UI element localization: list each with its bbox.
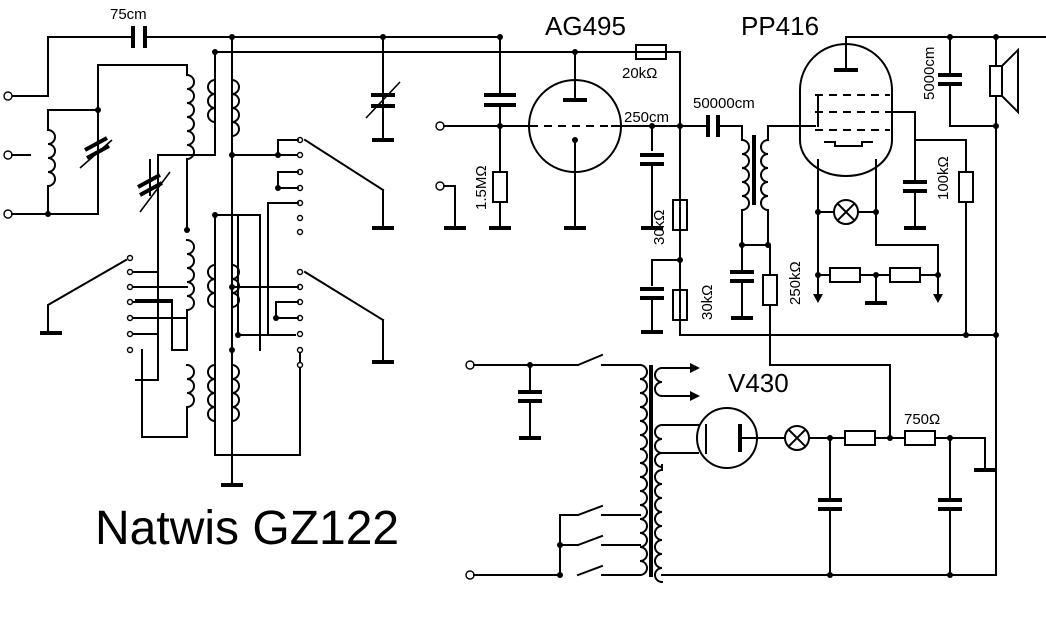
label-5000cm: 5000cm [921,47,938,100]
interstage-coupling: 250cm 50000cm 30kΩ 30kΩ [611,95,997,336]
band-switch-left [40,254,188,354]
resistor-20k: 20kΩ [611,44,667,82]
tube-label-rectifier: V430 [728,368,789,398]
label-100k: 100kΩ [935,156,952,200]
speaker-section: 5000cm [921,34,1019,576]
schematic-title: Natwis GZ122 [95,502,399,555]
ground-terminal [3,209,13,219]
label-30k-a: 30kΩ [651,210,668,245]
audio-transformer: 250kΩ [730,125,891,439]
output-stage: PP416 100kΩ [741,11,1046,338]
capacitor-75cm: 75cm [110,6,147,48]
tube-pp416 [799,43,893,177]
label-250k: 250kΩ [787,261,804,305]
rf-coil-block [135,73,301,456]
junction-dots-left [184,34,386,353]
band-switch-top [231,136,394,336]
speaker-icon [989,65,1003,97]
label-750: 750Ω [904,411,940,428]
antenna-terminal [3,150,13,160]
band-switch-lower [221,214,394,487]
label-30k-b: 30kΩ [699,285,716,320]
tube-label-detector: AG495 [545,11,626,41]
tuning-capacitor [365,81,401,142]
power-supply: V430 750Ω [465,353,997,584]
antenna-terminal [3,91,13,101]
tube-label-output: PP416 [741,11,819,41]
label-250cm: 250cm [624,109,669,126]
antenna-input-section [3,64,188,219]
label-50000cm: 50000cm [693,95,755,112]
label-75cm: 75cm [110,6,147,23]
top-wiring [7,36,681,486]
label-20k: 20kΩ [622,65,657,82]
detector-stage: 1.5MΩ AG495 [435,11,626,230]
label-1-5M: 1.5MΩ [473,165,490,210]
